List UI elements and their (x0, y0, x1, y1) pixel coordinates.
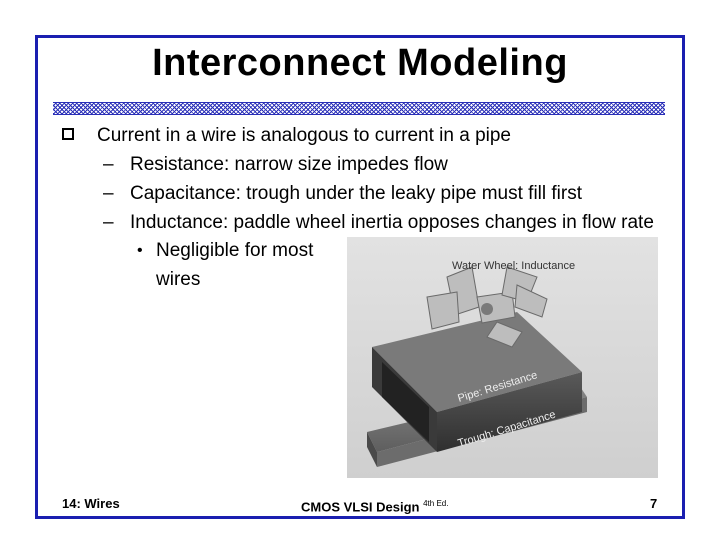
sub-bullet-capacitance: Capacitance: trough under the leaky pipe… (130, 183, 583, 204)
pipe-analogy-figure: Water Wheel: Inductance Pipe: Resistance… (347, 237, 658, 478)
slide-title: Interconnect Modeling (152, 42, 568, 84)
page-number: 7 (650, 496, 658, 511)
footer-center: CMOS VLSI Design 4th Ed. (301, 496, 448, 515)
dot-bullet-icon: • (137, 242, 143, 259)
subsub-bullet-line2: wires (156, 269, 201, 290)
bullet-text: Current in a wire is analogous to curren… (97, 125, 512, 146)
dash-icon: – (103, 183, 114, 204)
sub-bullet-inductance: Inductance: paddle wheel inertia opposes… (130, 212, 654, 233)
footer-edition: 4th Ed. (423, 499, 449, 508)
pipe-top (372, 312, 582, 412)
label-wheel: Water Wheel: Inductance (452, 260, 575, 272)
footer-left: 14: Wires (62, 496, 120, 511)
pipe-front (437, 372, 582, 452)
dash-icon: – (103, 212, 114, 233)
dash-icon: – (103, 154, 114, 175)
footer-course: CMOS VLSI Design (301, 499, 420, 515)
slide-frame (35, 35, 685, 519)
sub-bullet-resistance: Resistance: narrow size impedes flow (130, 154, 448, 175)
title-divider (53, 102, 665, 115)
subsub-bullet-line1: Negligible for most (156, 240, 314, 261)
pipe-analogy-illustration: Water Wheel: Inductance Pipe: Resistance… (347, 237, 658, 478)
checkbox-bullet-icon (62, 128, 74, 140)
paddle-wheel-icon (426, 266, 548, 348)
